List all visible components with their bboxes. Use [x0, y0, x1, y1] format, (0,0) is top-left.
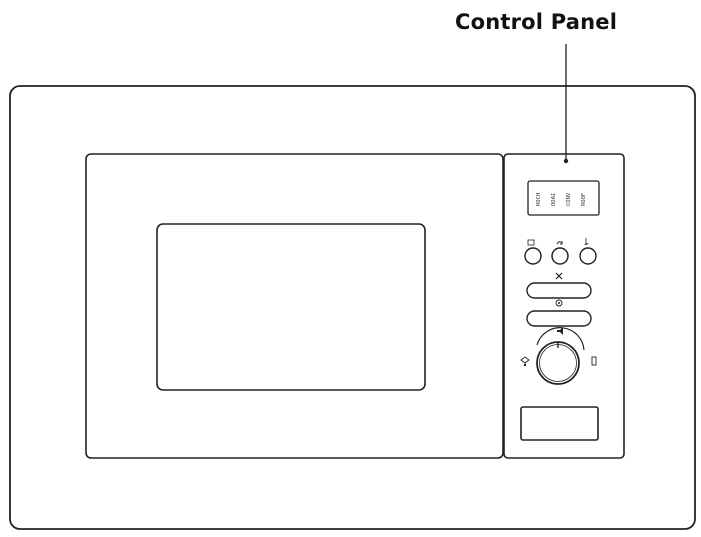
fan-button[interactable] — [579, 238, 597, 265]
lcd-display: ROCH OOAI CONV ROOF — [527, 180, 600, 216]
cabinet-frame — [9, 85, 696, 530]
control-panel-label: Control Panel — [455, 10, 618, 34]
lcd-line-3: CONV — [566, 192, 572, 206]
door-open-button[interactable] — [520, 406, 599, 441]
lcd-line-2: OOAI — [551, 193, 557, 206]
x-stop-icon — [555, 272, 563, 280]
start-icon — [555, 299, 563, 307]
clock-icon — [527, 239, 535, 246]
lcd-line-1: ROCH — [536, 193, 542, 206]
door-window — [156, 223, 426, 391]
control-panel — [503, 153, 625, 459]
start-button[interactable] — [526, 310, 592, 327]
back-button[interactable] — [551, 241, 569, 265]
speaker-icon — [557, 327, 563, 335]
callout-leader-dot — [563, 158, 569, 164]
rotary-dial[interactable] — [536, 327, 585, 385]
weight-icon — [520, 356, 530, 367]
power-icon — [591, 356, 597, 366]
clock-button[interactable] — [524, 239, 542, 265]
fan-icon — [584, 238, 589, 245]
undo-icon — [556, 241, 563, 245]
lcd-line-4: ROOF — [581, 193, 587, 206]
oven-door — [85, 153, 504, 459]
stop-cancel-button[interactable] — [526, 282, 592, 299]
